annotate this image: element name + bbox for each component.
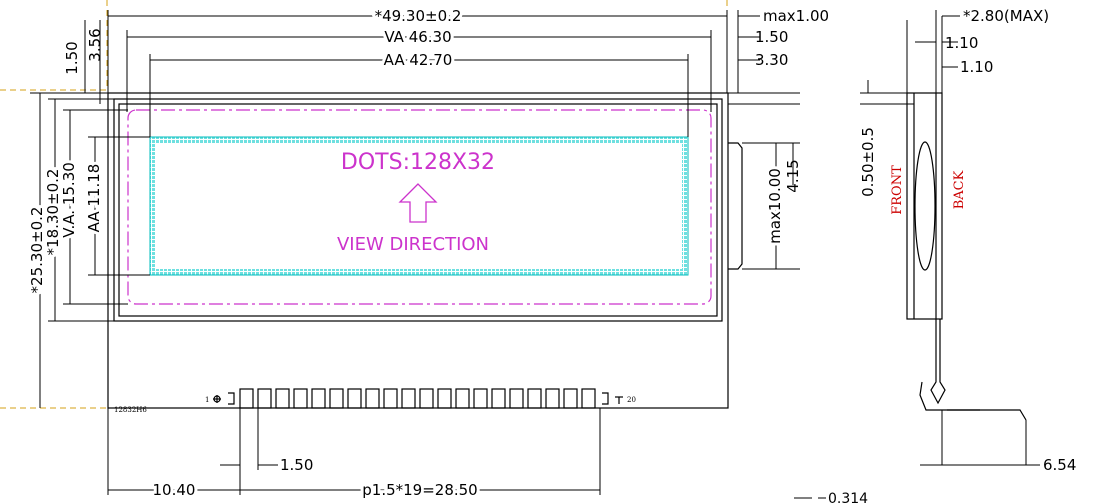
dim-top-b: 3.56 <box>86 28 104 61</box>
connector-pin <box>473 388 488 409</box>
connector-pin <box>311 388 326 409</box>
dim-height-total: *25.30±0.2 <box>28 207 46 294</box>
active-area-inner <box>156 143 682 269</box>
dim-t2: 1.10 <box>960 58 993 76</box>
dim-bottom: 0.314 <box>828 491 868 504</box>
dim-pitch: p1.5*19=28.50 <box>362 481 477 499</box>
va-frame <box>127 109 712 305</box>
dim-backlight-max: max10.00 <box>766 168 784 244</box>
pin-last-label: 20 <box>627 396 636 404</box>
connector-pin <box>329 388 344 409</box>
dim-pin-offset: 10.40 <box>153 481 196 499</box>
back-label: BACK <box>952 170 967 209</box>
dots-label: DOTS:128X32 <box>341 150 495 175</box>
connector-pin <box>347 388 362 409</box>
connector-pin <box>509 388 524 409</box>
dim-thickness: *2.80(MAX) <box>963 7 1049 25</box>
view-direction-label: VIEW DIRECTION <box>337 234 489 255</box>
part-number: 12832H6 <box>114 406 147 414</box>
dim-right-max: max1.00 <box>763 7 829 25</box>
connector-pin <box>365 388 380 409</box>
connector-pin <box>563 388 578 409</box>
connector-pin <box>455 388 470 409</box>
connector-pin <box>545 388 560 409</box>
left-dimensions <box>30 92 150 408</box>
dim-t1: 1.10 <box>945 34 978 52</box>
connector-pin <box>437 388 452 409</box>
backlight-tab <box>728 142 743 270</box>
dim-lead: 6.54 <box>1043 456 1076 474</box>
connector-pin <box>383 388 398 409</box>
dim-offset: 0.50±0.5 <box>859 127 877 197</box>
pin-first-label: 1 <box>205 396 209 404</box>
dim-width-va: VA 46.30 <box>384 28 451 46</box>
backlight-dimensions <box>742 142 800 270</box>
dim-right-aa: 3.30 <box>755 51 788 69</box>
dim-backlight-offset: 4.15 <box>784 159 802 192</box>
dim-pin-width: 1.50 <box>280 456 313 474</box>
connector-pin <box>293 388 308 409</box>
connector-pin <box>419 388 434 409</box>
dim-width-aa: AA 42.70 <box>384 51 453 69</box>
dim-right-va: 1.50 <box>755 28 788 46</box>
front-label: FRONT <box>890 165 905 215</box>
side-view <box>906 92 1027 421</box>
pin20-mark <box>615 396 623 404</box>
side-dimensions <box>860 10 1040 466</box>
dim-height-bezel: *18.30±0.2 <box>44 169 62 256</box>
connector-pin <box>527 388 542 409</box>
connector-pin <box>491 388 506 409</box>
connector-ends <box>228 392 609 405</box>
connector <box>228 388 609 409</box>
connector-pin <box>239 388 254 409</box>
connector-pin <box>257 388 272 409</box>
view-direction-arrow <box>398 183 438 223</box>
top-dimensions <box>80 10 800 137</box>
bottom-dimensions <box>107 408 826 499</box>
dim-height-va: V.A. 15.30 <box>60 162 78 238</box>
connector-pin <box>275 388 290 409</box>
dim-height-aa: AA 11.18 <box>85 164 103 233</box>
dim-top-a: 1.50 <box>63 41 81 74</box>
pin1-mark <box>213 395 221 403</box>
connector-pin <box>401 388 416 409</box>
dim-width-total: *49.30±0.2 <box>375 7 462 25</box>
connector-pin <box>581 388 596 409</box>
module-outline <box>107 92 729 409</box>
